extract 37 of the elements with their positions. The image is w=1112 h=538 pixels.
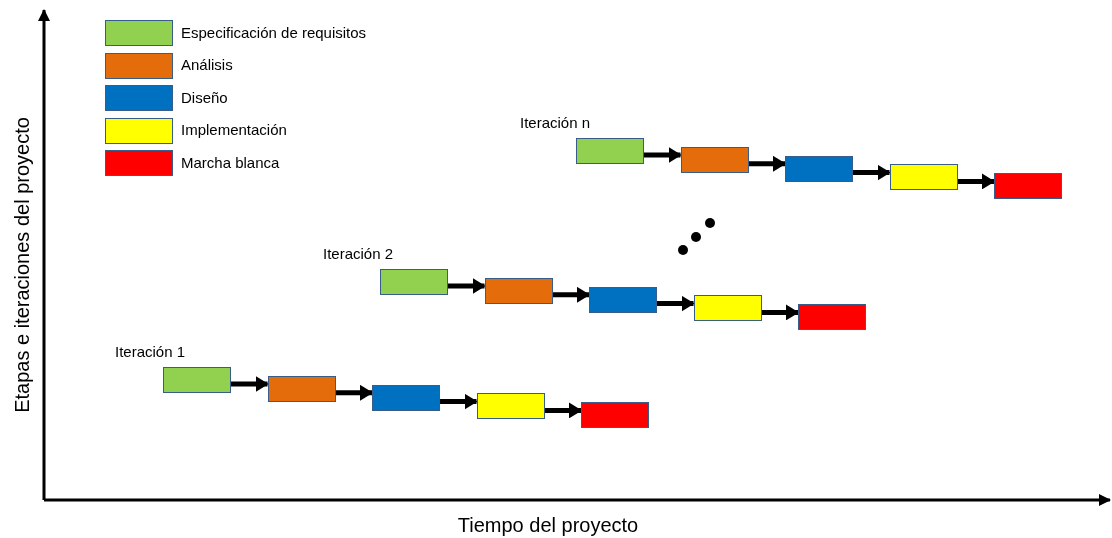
arrow	[853, 164, 891, 181]
stage-box	[785, 155, 853, 182]
legend-text: Especificación de requisitos	[181, 22, 367, 43]
arrow	[335, 384, 373, 401]
stage-box	[380, 269, 448, 295]
arrow	[657, 295, 695, 312]
arrow	[552, 286, 590, 303]
legend-text: Marcha blanca	[181, 152, 280, 173]
stage-box	[163, 367, 231, 393]
arrow	[957, 173, 995, 190]
arrow	[748, 155, 786, 172]
arrow	[544, 402, 582, 419]
iteration-label: Iteración n	[520, 113, 591, 133]
iteration-label: Iteración 1	[115, 342, 186, 362]
legend-text: Diseño	[181, 87, 228, 108]
stage-box	[889, 164, 958, 191]
x-axis-label: Tiempo del proyecto	[457, 513, 639, 538]
stage-box	[589, 286, 657, 313]
stage-box	[994, 173, 1062, 200]
legend-text: Análisis	[181, 55, 233, 76]
y-axis-label: Etapas e iteraciones del proyecto	[10, 117, 34, 413]
arrow	[448, 278, 486, 294]
stage-box	[372, 384, 440, 411]
arrow	[440, 393, 478, 410]
iteration-label: Iteración 2	[323, 244, 394, 264]
stage-box	[267, 375, 336, 402]
stage-box	[581, 402, 649, 429]
stage-box	[693, 295, 762, 322]
arrow	[644, 147, 682, 163]
stage-box	[576, 138, 644, 164]
stage-box	[798, 304, 866, 331]
arrow	[231, 376, 269, 392]
arrow	[761, 304, 799, 321]
legend-text: Implementación	[181, 120, 287, 141]
stage-box	[680, 146, 749, 173]
stage-box	[484, 277, 553, 304]
stage-box	[476, 393, 545, 420]
